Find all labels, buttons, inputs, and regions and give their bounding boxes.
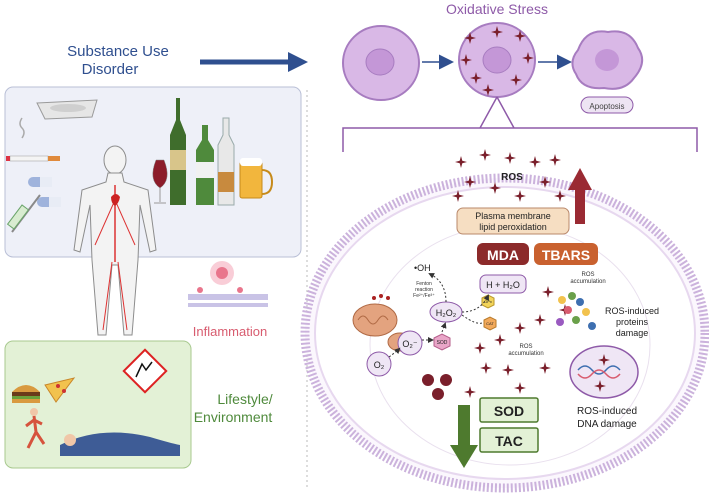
fenton-line3: Fe²⁺/Fe³⁺ [413, 293, 435, 299]
lifestyle-label-line1: Lifestyle/ [217, 391, 272, 407]
alcohol-bottles-icon [152, 98, 274, 206]
down-arrow-antioxidants [450, 405, 478, 468]
tbars-label: TBARS [542, 247, 590, 263]
ros-accum-2-line1: ROS [519, 344, 532, 350]
ros-accum-1-line1: ROS [581, 272, 594, 278]
inflammation-label: Inflammation [193, 324, 267, 339]
h-h2o-box [479, 274, 527, 294]
h2o2-label: H₂O₂ [436, 308, 457, 318]
cigarette-icon [6, 117, 60, 162]
tac-box-label: TAC [495, 433, 523, 449]
sod-box-label: SOD [494, 403, 524, 419]
membrane-label-line1: Plasma membrane [475, 211, 551, 221]
protein-damage-icon [556, 292, 596, 330]
mda-label: MDA [487, 247, 519, 263]
protein-damage-line3: damage [616, 328, 649, 338]
cat-label: CAT [486, 321, 494, 326]
gpx-label: GPx [484, 299, 492, 304]
up-arrow-ros [568, 168, 592, 224]
ros-label: ROS [501, 172, 523, 183]
pizza-icon [44, 377, 76, 403]
syringe-icon [6, 194, 41, 233]
ros-accum-2-line2: accumulation [508, 351, 543, 357]
apoptosis-label: Apoptosis [589, 102, 624, 111]
protein-damage-line1: ROS-induced [605, 306, 659, 316]
stressed-cell-icon [458, 22, 536, 98]
substance-title-line2: Disorder [82, 61, 139, 78]
dna-damage-icon [569, 345, 639, 399]
inflammation-icon [188, 261, 268, 307]
sod-box [479, 397, 539, 423]
sleeping-person-icon [60, 432, 180, 456]
ros-accum-1-line2: accumulation [570, 279, 605, 285]
lifestyle-label-line2: Environment [194, 409, 273, 425]
fenton-line2: reaction [415, 287, 433, 293]
sod-small-label: SOD [437, 340, 448, 346]
o2-label: O₂ [374, 360, 385, 370]
apoptosis-badge [580, 96, 634, 114]
mda-box [477, 243, 529, 265]
o2-circle [366, 351, 392, 377]
oh-label: •OH [414, 263, 431, 273]
pills-icon [28, 177, 61, 207]
sod-enzyme-icon [433, 333, 451, 351]
o2-minus-label: O₂⁻ [402, 339, 417, 349]
runner-icon [25, 408, 46, 449]
h-h2o-label: H + H₂O [486, 280, 520, 290]
apoptotic-cell-icon [571, 30, 644, 90]
small-red-dots [372, 294, 390, 300]
oxidative-stress-title: Oxidative Stress [446, 1, 548, 17]
hazard-sign-icon [122, 348, 168, 394]
o2-minus-circle [397, 330, 423, 356]
arrow-to-oxidative-stress [200, 52, 308, 72]
human-body-illustration [73, 145, 157, 336]
burger-icon [12, 385, 40, 403]
cat-enzyme-icon [483, 316, 497, 331]
dna-damage-line1: ROS-induced [577, 406, 637, 417]
ashtray-icon [36, 99, 98, 120]
membrane-peroxidation-box [456, 207, 570, 235]
h2o2-molecules [422, 374, 452, 400]
healthy-cell-icon [342, 25, 420, 101]
fenton-line1: Fenton [416, 281, 432, 287]
tac-box [479, 427, 539, 453]
zoom-bracket [342, 96, 698, 152]
membrane-label-line2: lipid peroxidation [479, 222, 547, 232]
tbars-box [534, 243, 598, 265]
dna-damage-line2: DNA damage [577, 419, 637, 430]
substance-title-line1: Substance Use [67, 43, 169, 60]
protein-damage-line2: proteins [616, 317, 649, 327]
